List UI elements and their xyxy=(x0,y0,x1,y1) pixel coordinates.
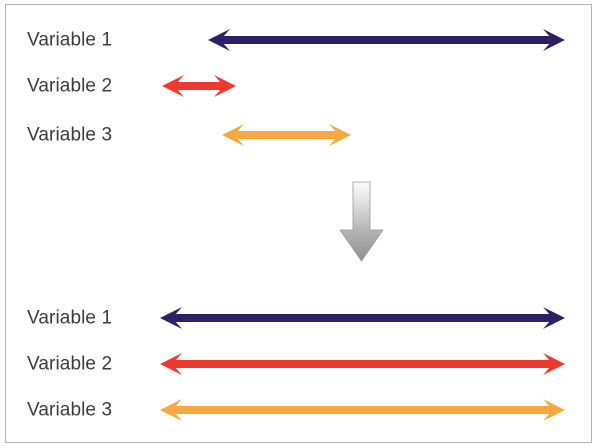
label-bottom-variable-3: Variable 3 xyxy=(27,399,113,421)
label-bottom-variable-2: Variable 2 xyxy=(27,353,113,375)
label-top-variable-1: Variable 1 xyxy=(27,29,113,51)
label-bottom-variable-1: Variable 1 xyxy=(27,307,113,329)
label-top-variable-3: Variable 3 xyxy=(27,124,113,146)
diagram-frame xyxy=(5,4,592,443)
label-top-variable-2: Variable 2 xyxy=(27,75,113,97)
